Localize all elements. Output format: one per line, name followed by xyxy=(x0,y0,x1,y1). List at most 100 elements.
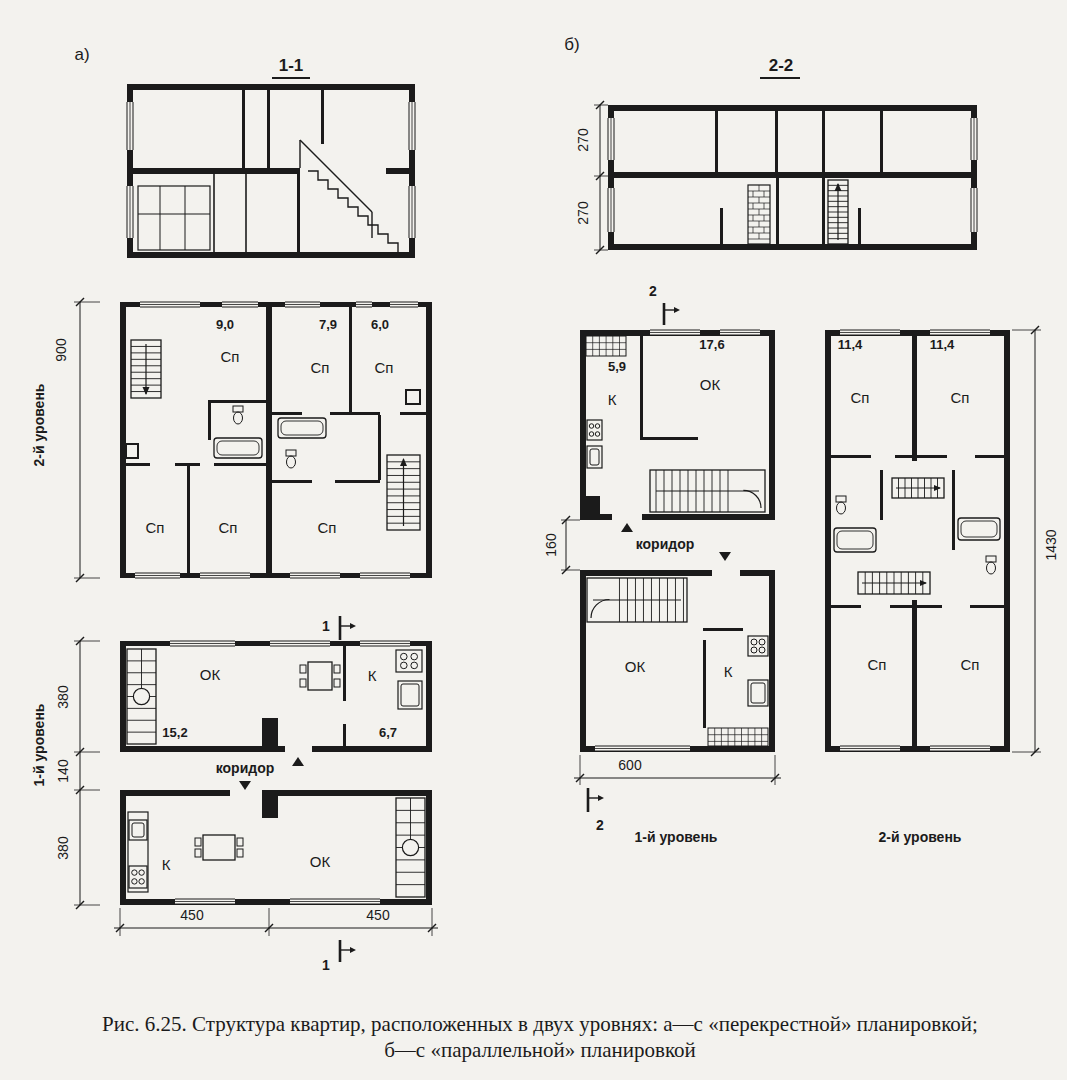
area-number-holder: 15,2 xyxy=(162,726,187,740)
shaft xyxy=(406,390,420,404)
cabinet-line xyxy=(138,214,210,215)
dimension-holder: 1430 xyxy=(1044,529,1059,560)
extension-line xyxy=(561,520,580,521)
window-glass xyxy=(285,304,320,305)
dimension-holder: 380 xyxy=(56,836,71,859)
stair-tread xyxy=(396,872,425,873)
burner xyxy=(595,424,600,429)
window-opening xyxy=(840,746,900,751)
facade-wall xyxy=(120,302,432,307)
window-frame xyxy=(360,646,410,647)
area-number-holder: 9,0 xyxy=(216,318,234,332)
extension-line xyxy=(74,752,100,753)
section-mark: 2 xyxy=(596,818,604,833)
area-number-holder: 6,7 xyxy=(379,726,397,740)
dimension: 380 xyxy=(56,836,71,859)
stair-tread xyxy=(396,884,425,885)
tile-area xyxy=(586,336,626,356)
extension-line xyxy=(580,755,581,785)
toilet-bowl xyxy=(837,502,846,514)
corridor-label: коридор xyxy=(636,537,695,552)
facade-wall xyxy=(120,641,432,646)
window-frame xyxy=(977,118,978,160)
room-label-holder: Сп xyxy=(951,390,970,407)
level-label-holder: 2-й уровень xyxy=(879,830,962,845)
stair-block xyxy=(748,185,770,244)
dimension-holder: 380 xyxy=(56,685,71,708)
window-frame xyxy=(415,102,416,150)
stair-arc xyxy=(591,600,609,618)
entrance-arrow xyxy=(719,552,731,561)
window-glass xyxy=(222,304,258,305)
window-frame xyxy=(270,646,330,647)
partition xyxy=(245,174,247,252)
wall xyxy=(822,111,825,172)
window-glass xyxy=(130,186,131,238)
window-frame xyxy=(170,641,235,642)
level-label: 1-й уровень xyxy=(635,830,718,845)
chair xyxy=(334,679,340,687)
extension-line xyxy=(594,176,608,177)
window-frame xyxy=(170,646,235,647)
winder-stair xyxy=(650,470,765,512)
stair-tread xyxy=(396,847,402,848)
extension-line xyxy=(594,105,608,106)
dimension: 270 xyxy=(576,128,591,151)
dimension-holder: 600 xyxy=(618,758,641,773)
window-opening xyxy=(290,899,380,904)
toilet-bowl xyxy=(234,412,243,424)
dimension-holder: 900 xyxy=(54,338,69,361)
hatch-line xyxy=(759,185,760,191)
room-label: ОК xyxy=(625,659,645,676)
partition xyxy=(214,463,266,466)
center-wall xyxy=(266,307,272,573)
level-label-holder: 2-й уровень xyxy=(32,384,47,467)
window-frame xyxy=(222,302,258,303)
facade-wall xyxy=(120,899,432,905)
section-mark-arrow xyxy=(350,623,356,629)
hatch-line xyxy=(753,191,754,197)
window-frame xyxy=(840,746,900,747)
tile-line xyxy=(714,728,715,746)
room-label: ОК xyxy=(310,854,330,871)
end-wall xyxy=(127,84,133,258)
window-frame xyxy=(977,188,978,232)
table xyxy=(203,835,235,860)
facade-wall xyxy=(580,330,775,336)
tile-line xyxy=(606,336,607,356)
sink xyxy=(748,680,768,706)
toilet-bowl xyxy=(287,456,296,468)
burner xyxy=(401,653,408,660)
stair xyxy=(858,572,930,594)
extension-line xyxy=(74,790,100,791)
window-glass xyxy=(200,575,250,576)
section-mark-line xyxy=(339,616,342,640)
room-label: Сп xyxy=(375,360,394,377)
burner xyxy=(401,662,408,669)
window-opening xyxy=(608,118,614,160)
tile-line xyxy=(748,728,749,746)
partition xyxy=(208,400,266,403)
dimension: 140 xyxy=(56,759,71,782)
room-label-holder: ОК xyxy=(625,659,645,676)
partition xyxy=(330,412,380,415)
burner xyxy=(411,662,418,669)
chair xyxy=(195,849,201,857)
table xyxy=(308,662,332,690)
area-number-holder: 11,4 xyxy=(838,338,863,352)
section-title: 2-2 xyxy=(769,57,794,76)
section-mark-line xyxy=(340,949,350,950)
window-glass xyxy=(595,748,690,749)
facade-wall xyxy=(120,573,432,578)
burner xyxy=(751,639,757,645)
stair-arrow-head xyxy=(920,580,927,586)
room-label-holder: Сп xyxy=(221,349,240,366)
tile-line xyxy=(619,336,620,356)
burner xyxy=(139,879,144,884)
chair xyxy=(300,665,306,673)
window-glass xyxy=(611,118,612,160)
center-wall xyxy=(912,336,917,461)
panel-letter: б) xyxy=(564,36,579,55)
stair xyxy=(892,478,944,498)
